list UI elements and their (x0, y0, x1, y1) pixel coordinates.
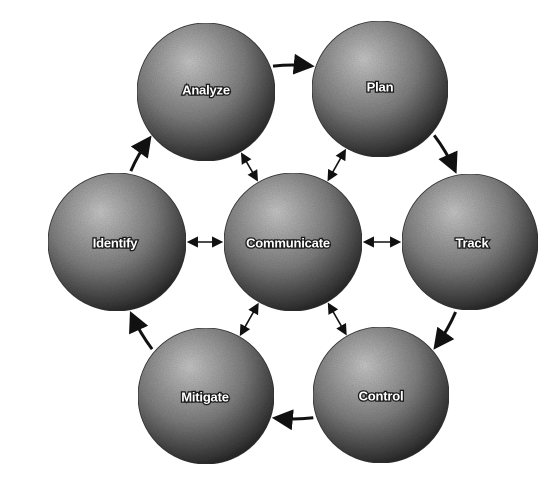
node-analyze: Analyze (136, 22, 276, 162)
plan-label: Plan (367, 80, 394, 95)
node-identify: Identify (47, 172, 187, 312)
identify-label: Identify (93, 236, 139, 251)
node-communicate: Communicate (223, 172, 363, 312)
node-track: Track (401, 173, 539, 311)
spoke-arrows (186, 148, 402, 337)
spoke-arrow-communicate-plan (327, 148, 347, 182)
communicate-label: Communicate (246, 236, 330, 251)
control-sphere (312, 326, 450, 464)
analyze-sphere (136, 22, 276, 162)
analyze-label: Analyze (182, 83, 230, 98)
mitigate-label: Mitigate (181, 390, 229, 405)
node-control: Control (312, 326, 450, 464)
cycle-arrow-mitigate-to-identify (129, 310, 154, 351)
cycle-arrow-track-to-control (433, 311, 457, 350)
control-label: Control (359, 389, 404, 404)
cycle-arrow-identify-to-analyze (129, 135, 152, 172)
mitigate-sphere (137, 327, 275, 465)
cycle-arrow-plan-to-track (433, 134, 458, 174)
plan-sphere (311, 20, 449, 158)
node-plan: Plan (311, 20, 449, 158)
node-mitigate: Mitigate (137, 327, 275, 465)
identify-sphere (47, 172, 187, 312)
communicate-sphere (223, 172, 363, 312)
spoke-arrow-communicate-mitigate (239, 302, 259, 337)
cycle-arrows (129, 53, 458, 431)
track-label: Track (456, 236, 490, 251)
cycle-arrow-analyze-to-plan (272, 53, 315, 75)
spoke-arrow-communicate-control (327, 302, 347, 336)
track-sphere (401, 173, 539, 311)
cycle-arrow-control-to-mitigate (271, 409, 314, 431)
spoke-arrow-communicate-analyze (240, 152, 259, 182)
